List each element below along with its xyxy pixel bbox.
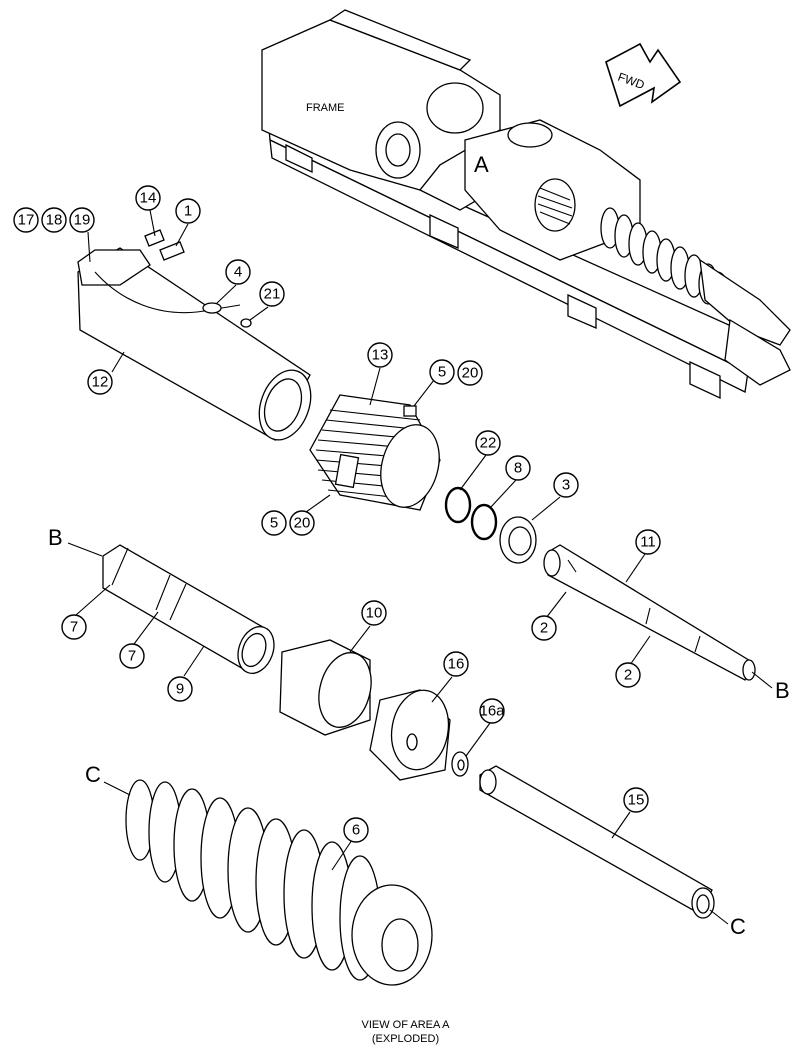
- callout-14: 14: [135, 185, 161, 211]
- callout-13: 13: [367, 342, 393, 368]
- svg-text:2: 2: [624, 667, 632, 684]
- bolts-14-1: [144, 229, 185, 261]
- track-frame-assembly: FRAME A: [261, 9, 791, 400]
- svg-text:4: 4: [234, 264, 242, 281]
- callout-20-bottom: 20: [289, 510, 315, 536]
- callout-16: 16: [443, 651, 469, 677]
- svg-text:22: 22: [480, 435, 497, 452]
- svg-text:16: 16: [448, 656, 465, 673]
- callout-10: 10: [361, 600, 387, 626]
- nut-21: [240, 318, 252, 328]
- svg-text:20: 20: [294, 515, 311, 532]
- caption-line-1: VIEW OF AREA A: [361, 1019, 450, 1031]
- seal-3: [499, 516, 537, 564]
- svg-text:17: 17: [18, 212, 35, 229]
- part-9-piston-tube: [102, 544, 275, 674]
- callout-16a: 16a: [479, 698, 505, 724]
- frame-label: FRAME: [306, 102, 345, 114]
- callout-17: 17: [13, 207, 39, 233]
- part-16a-washer: [451, 751, 469, 777]
- point-b-right: B: [775, 678, 790, 703]
- svg-text:1: 1: [184, 203, 192, 220]
- ring-22: [444, 486, 472, 524]
- svg-text:11: 11: [640, 534, 656, 551]
- svg-text:7: 7: [128, 648, 136, 665]
- callout-5-top: 5: [429, 359, 455, 385]
- callout-3: 3: [553, 472, 579, 498]
- svg-text:21: 21: [264, 286, 281, 303]
- callout-6: 6: [343, 817, 369, 843]
- callout-22: 22: [475, 430, 501, 456]
- callout-7-bottom: 7: [119, 643, 145, 669]
- callout-15: 15: [623, 787, 649, 813]
- callout-9: 9: [167, 676, 193, 702]
- callout-7-top: 7: [61, 614, 87, 640]
- callout-18: 18: [41, 207, 67, 233]
- caption-line-2: (EXPLODED): [371, 1033, 440, 1045]
- part-16-disk: [369, 689, 451, 781]
- svg-text:19: 19: [74, 212, 91, 229]
- point-c-left: C: [85, 762, 101, 787]
- callout-5-bottom: 5: [261, 510, 287, 536]
- callout-21: 21: [259, 281, 285, 307]
- svg-text:16a: 16a: [479, 703, 505, 720]
- clip-4: [202, 302, 222, 314]
- callout-2-right: 2: [615, 662, 641, 688]
- part-11-rod: [543, 544, 756, 681]
- callout-4: 4: [225, 259, 251, 285]
- svg-text:12: 12: [92, 374, 109, 391]
- part-13-recoil-assembly: [309, 394, 441, 511]
- svg-text:7: 7: [70, 619, 78, 636]
- callout-11: 11: [635, 529, 661, 555]
- callout-1: 1: [175, 198, 201, 224]
- callout-12: 12: [87, 369, 113, 395]
- point-b-left: B: [48, 525, 63, 550]
- svg-text:14: 14: [140, 190, 157, 207]
- svg-text:6: 6: [352, 822, 360, 839]
- part-6-coil-spring: [125, 779, 433, 986]
- svg-text:3: 3: [562, 477, 570, 494]
- callout-8: 8: [505, 455, 531, 481]
- point-c-right: C: [730, 914, 746, 939]
- callout-19: 19: [69, 207, 95, 233]
- svg-text:10: 10: [366, 605, 383, 622]
- area-a-label: A: [474, 152, 489, 177]
- part-15-rod: [479, 765, 715, 919]
- svg-text:5: 5: [438, 364, 446, 381]
- svg-text:5: 5: [270, 515, 278, 532]
- svg-text:8: 8: [514, 460, 522, 477]
- svg-text:9: 9: [176, 681, 184, 698]
- svg-text:2: 2: [540, 620, 548, 637]
- part-12-housing-tube: [77, 247, 312, 441]
- svg-text:18: 18: [46, 212, 63, 229]
- part-10-ring: [279, 639, 372, 736]
- fwd-arrow-icon: FWD: [605, 42, 682, 108]
- callout-20-top: 20: [457, 360, 483, 386]
- ring-8: [470, 503, 498, 541]
- svg-text:15: 15: [628, 792, 645, 809]
- svg-text:13: 13: [372, 347, 389, 364]
- callout-2-left: 2: [531, 615, 557, 641]
- svg-text:20: 20: [462, 365, 479, 382]
